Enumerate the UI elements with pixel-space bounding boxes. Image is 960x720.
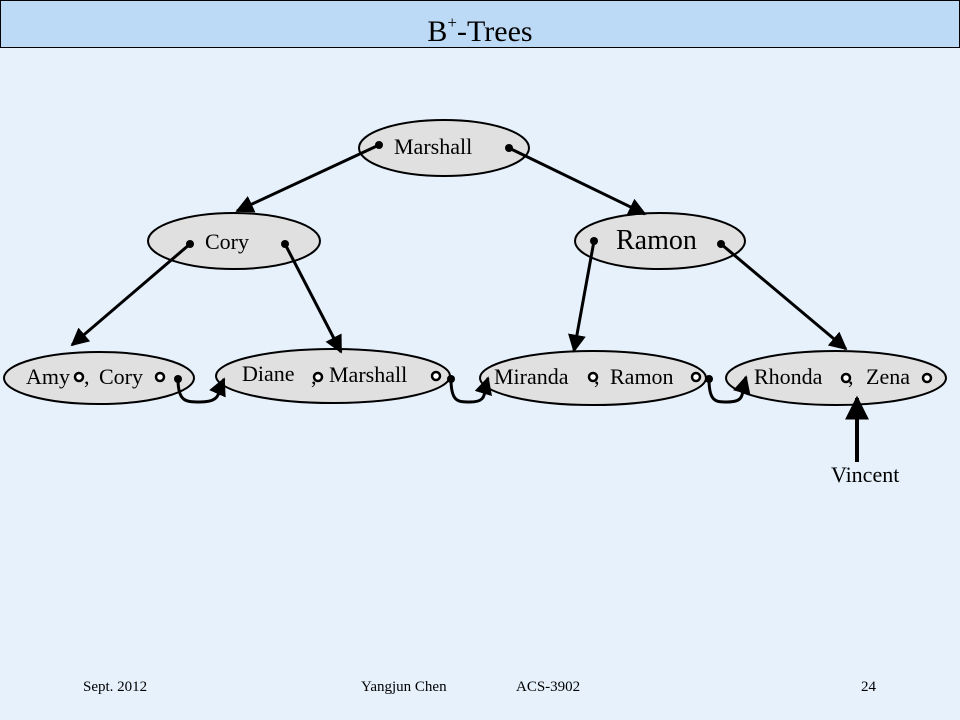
pointer-dot [717,240,725,248]
leaf1-sep: , [84,364,90,389]
title-suffix: -Trees [457,15,533,48]
root-key: Marshall [394,134,473,159]
record-pointer [312,371,324,383]
leaf-node-1 [3,351,195,405]
record-pointer [73,371,85,383]
right-node-key: Ramon [616,225,697,256]
footer-author: Yangjun Chen [361,679,447,695]
title-main: B [427,15,448,48]
left-node-key: Cory [205,229,249,254]
leaf-node-4 [725,350,947,406]
leaf2-key1: Diane [242,361,295,386]
leaf4-sep: , [848,364,854,389]
pointer-dot [590,237,598,245]
insert-key-label: Vincent [831,462,900,487]
footer-page: 24 [861,679,876,695]
record-pointer [430,370,442,382]
pointer-dot [447,375,455,383]
footer-date: Sept. 2012 [83,679,148,695]
leaf-link-3-4 [707,375,751,404]
leaf1-key2: Cory [99,364,143,389]
leaf4-key2: Zena [866,364,910,389]
edge-right-leaf3 [568,240,596,353]
pointer-dot [705,375,713,383]
leaf3-key2: Ramon [610,364,674,389]
edge-left-leaf2 [283,243,343,354]
internal-node-right [574,212,746,270]
leaf-link-1-2 [176,377,226,404]
edge-root-left [235,143,380,213]
edge-left-leaf1 [70,242,191,347]
slide-title: B+-Trees [0,0,960,48]
footer-course: ACS-3902 [516,679,581,695]
leaf2-key2: Marshall [329,362,408,387]
record-pointer [690,371,702,383]
pointer-dot [174,375,182,383]
pointer-dot [186,240,194,248]
title-superscript: + [447,13,458,32]
leaf4-key1: Rhonda [754,364,823,389]
root-node [358,119,530,177]
leaf-link-2-3 [449,376,492,404]
leaf3-sep: , [594,364,600,389]
record-pointer [587,371,599,383]
pointer-dot [505,144,513,152]
record-pointer [840,372,852,384]
leaf2-sep: , [311,364,317,389]
edge-right-leaf4 [720,242,848,351]
record-pointer [154,371,166,383]
internal-node-left [147,212,321,270]
pointer-dot [375,141,383,149]
leaf1-key1: Amy [26,364,70,389]
pointer-dot [281,240,289,248]
edge-root-right [508,146,647,216]
leaf3-key1: Miranda [494,364,569,389]
record-pointer [921,372,933,384]
